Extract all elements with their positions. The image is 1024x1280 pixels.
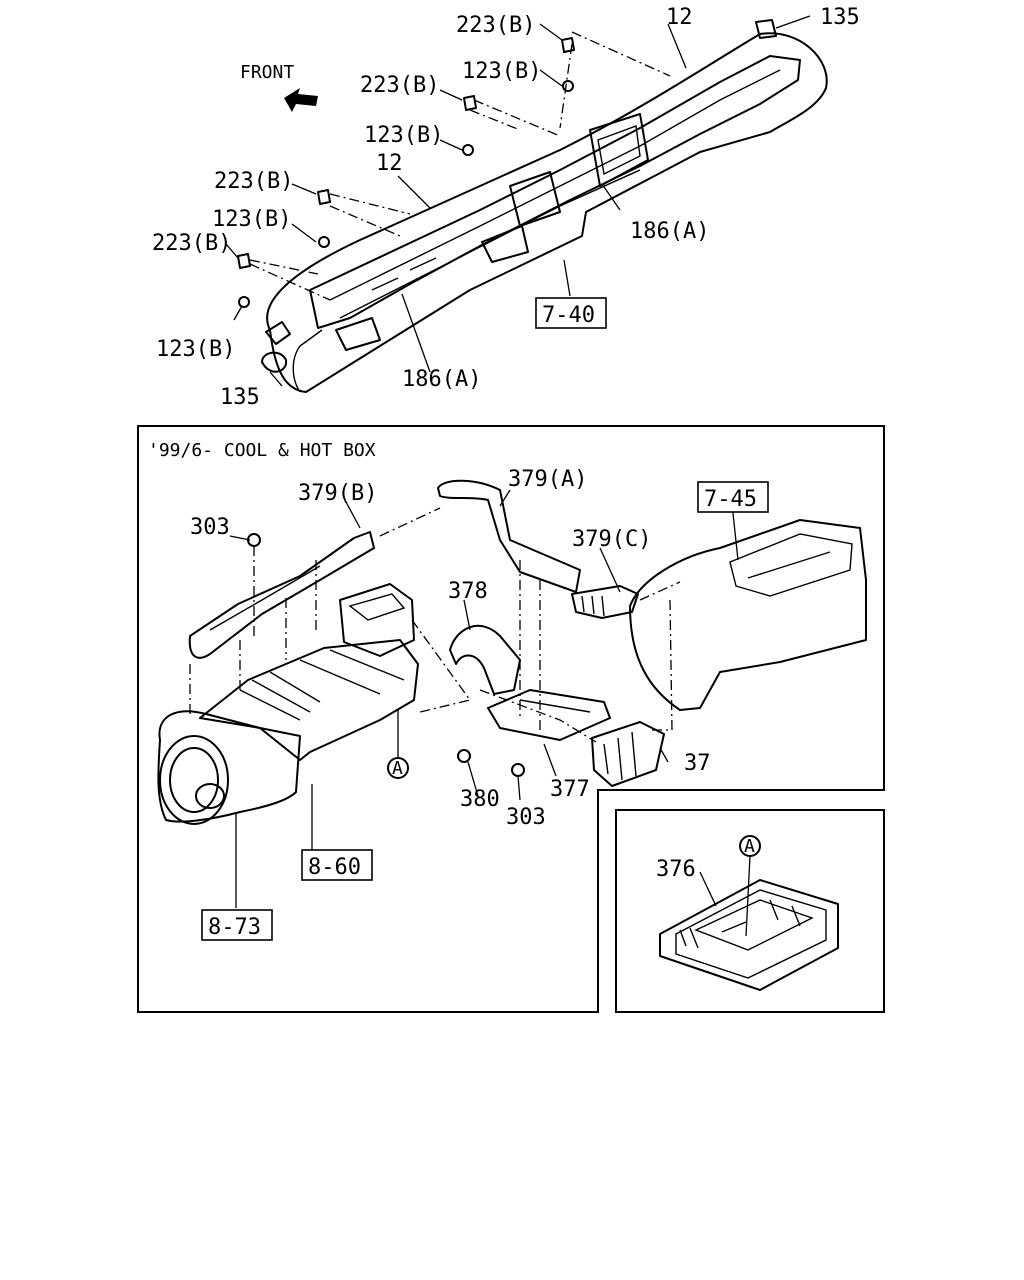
label-223b-2: 223(B) [360,73,439,98]
callout-a-marker[interactable] [387,757,409,779]
roof-lining [266,32,828,393]
section-title: '99/6- COOL & HOT BOX [148,440,376,461]
detail-a-label: A [744,836,755,857]
label-303-bottom: 303 [506,805,546,830]
ref-box-8-60[interactable]: 8-60 [301,849,373,881]
detail-a-marker [739,835,761,857]
label-378: 378 [448,579,488,604]
cool-hot-box-frame [137,425,885,1013]
label-12-top: 12 [666,5,693,30]
detail-a-frame [615,809,885,1013]
label-377: 377 [550,777,590,802]
callout-a-label: A [392,758,403,779]
duct-378 [449,624,521,695]
screw-303-bottom [511,763,525,777]
duct-379b [188,531,375,659]
label-123b-2: 123(B) [364,123,443,148]
label-303-top: 303 [190,515,230,540]
label-223b-3: 223(B) [214,169,293,194]
bracket-377 [487,689,611,741]
unit-37 [591,721,665,787]
vent-rear [589,113,649,187]
ref-7-40-label: 7-40 [542,303,595,328]
roof-duct-assembly [225,15,828,393]
duct-379a [437,479,581,593]
label-380: 380 [460,787,500,812]
label-123b-3: 123(B) [212,207,291,232]
label-135-top: 135 [820,5,860,30]
label-186a-right: 186(A) [630,219,709,244]
label-186a-bottom: 186(A) [402,367,481,392]
label-12-mid: 12 [376,151,403,176]
label-123b-4: 123(B) [156,337,235,362]
vent-front [481,225,529,263]
ref-box-8-73[interactable]: 8-73 [201,909,273,941]
label-379c: 379(C) [572,527,651,552]
label-379b: 379(B) [298,481,377,506]
bracket-376 [659,879,839,991]
ref-box-7-40[interactable]: 7-40 [535,297,607,329]
ref-7-45-label: 7-45 [704,487,757,512]
front-arrow: FRONT [240,62,318,112]
duct-379c [571,585,639,619]
front-label: FRONT [240,62,294,83]
label-223b-4: 223(B) [152,231,231,256]
duct-body [309,55,801,329]
ref-8-73-label: 8-73 [208,915,261,940]
blower-unit [157,710,301,823]
heater-unit [629,519,867,711]
ref-8-60-label: 8-60 [308,855,361,880]
ref-box-7-45[interactable]: 7-45 [697,481,769,513]
label-37: 37 [684,751,711,776]
label-223b-1: 223(B) [456,13,535,38]
cool-hot-box-assembly: A [157,479,867,908]
cooling-unit-case [199,639,419,761]
label-123b-1: 123(B) [462,59,541,84]
label-376: 376 [656,857,696,882]
label-135-bottom: 135 [220,385,260,410]
screw-380 [457,749,471,763]
front-arrow-icon [284,88,318,112]
label-379a: 379(A) [508,467,587,492]
part-376-detail: A [659,835,839,991]
vent-mid [509,171,561,227]
clip-fasteners [237,37,575,308]
